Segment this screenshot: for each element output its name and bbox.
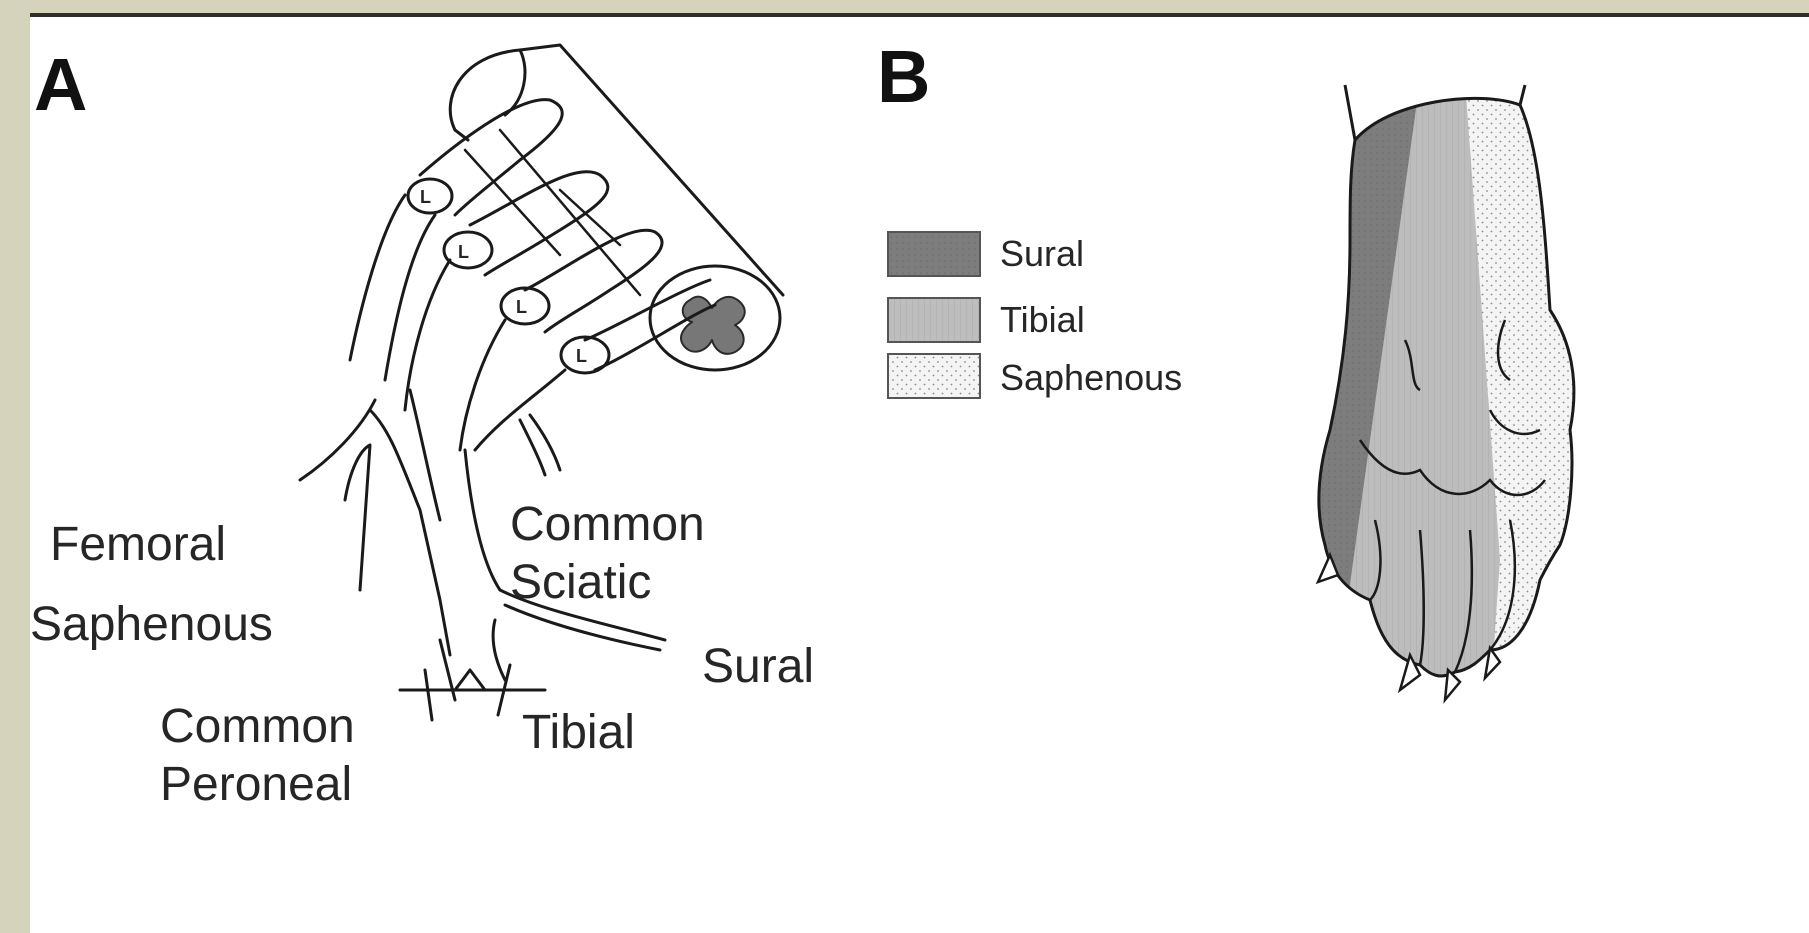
panel-a-letter: A bbox=[34, 43, 87, 126]
panel-b-letter: B bbox=[877, 35, 930, 118]
ganglion-marks: L L L L bbox=[420, 187, 587, 366]
label-common-peroneal-line2: Peroneal bbox=[160, 758, 352, 811]
dermatome-legend: Sural Tibial Saphenous bbox=[888, 232, 1182, 398]
label-common-sciatic-line2: Sciatic bbox=[510, 556, 651, 609]
ganglion-mark: L bbox=[420, 187, 431, 207]
ganglion-mark: L bbox=[576, 346, 587, 366]
nerve-labels: Femoral Saphenous Common Peroneal Tibial… bbox=[30, 498, 814, 811]
ganglion-mark: L bbox=[458, 242, 469, 262]
ganglion-mark: L bbox=[516, 297, 527, 317]
nerve-schematic bbox=[300, 45, 783, 720]
legend-swatch-saphenous bbox=[888, 354, 980, 398]
legend-label-saphenous: Saphenous bbox=[1000, 357, 1182, 398]
paw-drawing bbox=[1300, 80, 1600, 700]
legend-label-sural: Sural bbox=[1000, 233, 1084, 274]
label-common-sciatic-line1: Common bbox=[510, 498, 705, 551]
label-tibial: Tibial bbox=[522, 706, 635, 759]
label-sural: Sural bbox=[702, 640, 814, 693]
label-common-peroneal-line1: Common bbox=[160, 700, 355, 753]
legend-label-tibial: Tibial bbox=[1000, 299, 1085, 340]
label-femoral: Femoral bbox=[50, 518, 226, 571]
label-saphenous: Saphenous bbox=[30, 598, 273, 651]
legend-swatch-sural bbox=[888, 232, 980, 276]
legend-swatch-tibial bbox=[888, 298, 980, 342]
